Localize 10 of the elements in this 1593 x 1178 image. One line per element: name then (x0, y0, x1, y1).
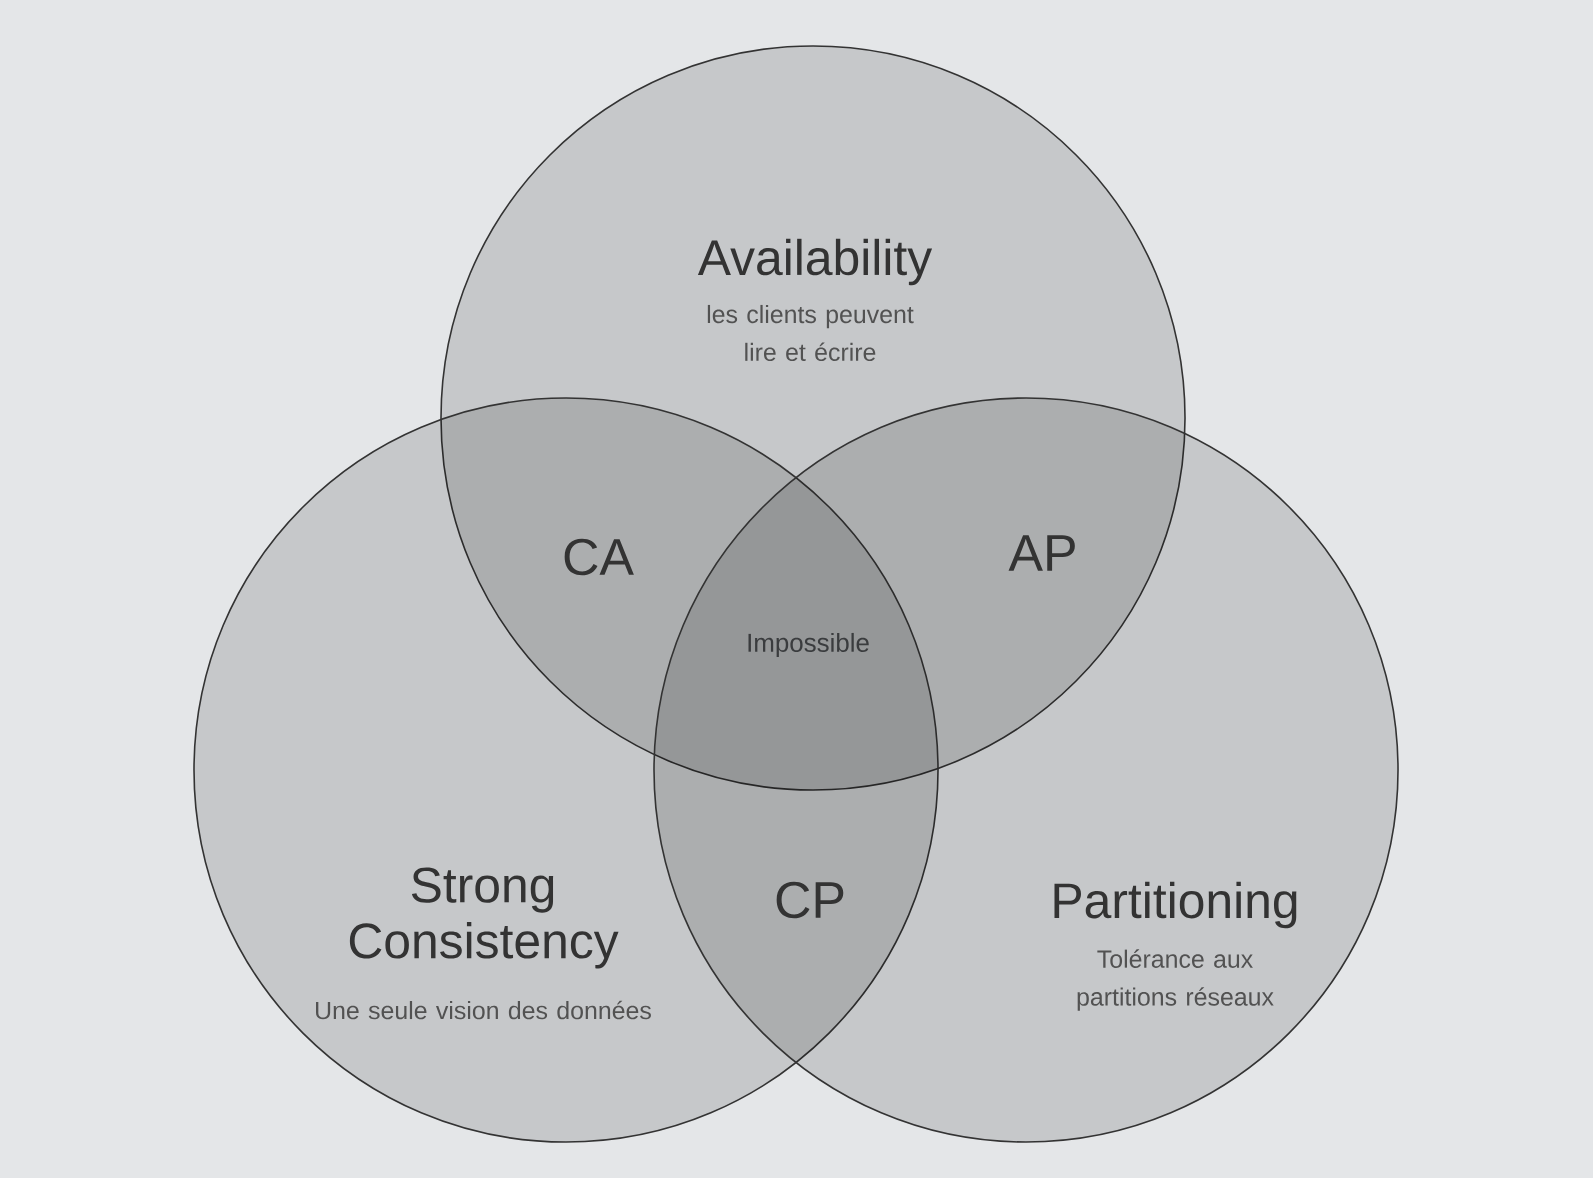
region-label: Impossible (748, 632, 869, 658)
circle-heading: Strong Consistency (349, 867, 619, 969)
circle-heading: Availability (697, 238, 933, 286)
circle-description: Tolérance aux partitions réseaux (1077, 949, 1274, 1011)
region-label: AP (1008, 535, 1075, 571)
circle-description: Une seule vision des données (316, 1000, 651, 1020)
region-label: CP (776, 881, 844, 919)
circle-description: les clients peuvent lire et écrire (707, 304, 914, 362)
region-label: CA (564, 538, 634, 576)
circle-heading: Partitioning (1054, 881, 1297, 929)
